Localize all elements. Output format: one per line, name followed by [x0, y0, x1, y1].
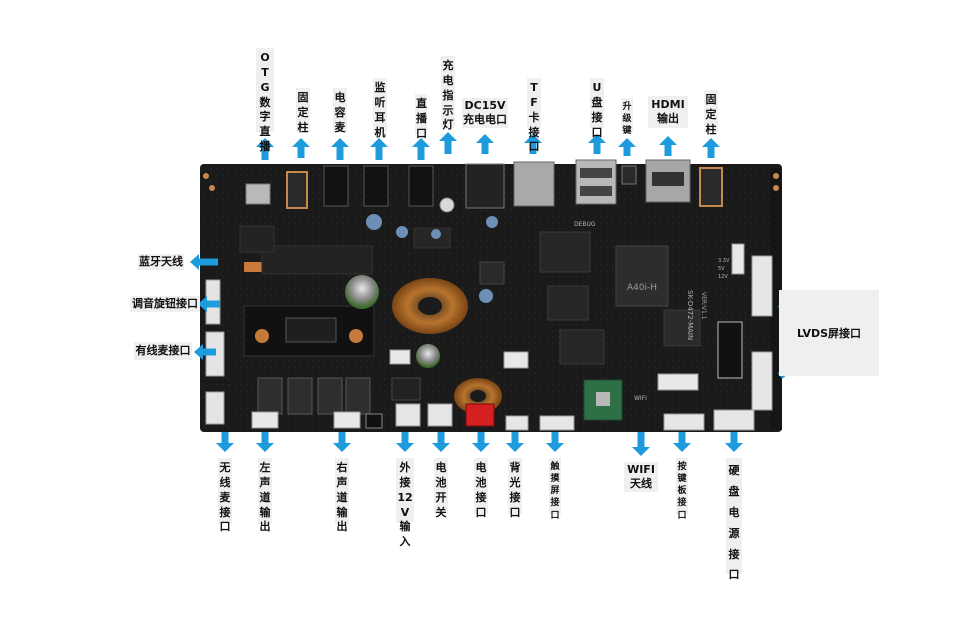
arrow-wired-mic	[194, 344, 216, 360]
arrow-fixed-post-right	[702, 138, 720, 158]
arrow-otg	[256, 138, 274, 160]
bottom-components	[251, 349, 755, 431]
label-upgrade-key: 升级键	[621, 98, 633, 136]
label-fixed-post-left: 固定柱	[296, 88, 310, 134]
debug-label: DEBUG	[574, 221, 596, 228]
label-hdd-power: 硬盘电源接口	[726, 458, 742, 581]
label-wifi-sub: 天线	[630, 477, 652, 490]
arrow-hdd-power	[725, 432, 743, 452]
label-battery-switch: 电池开关	[434, 458, 448, 519]
label-left-channel: 左声道输出	[258, 458, 272, 533]
label-wifi: WIFI 天线	[624, 462, 658, 492]
label-fixed-post-right: 固定柱	[704, 90, 718, 136]
soc-area: A40i-H SK-D472-MAIN VER:V1.1 DEBUG WIFI …	[539, 221, 730, 402]
label-wired-mic: 有线麦接口	[134, 342, 192, 360]
label-dc15v-sub: 充电电口	[463, 113, 507, 126]
arrow-live-port	[412, 138, 430, 160]
arrow-wifi	[632, 432, 650, 456]
wifi-silk-label: WIFI	[634, 395, 647, 402]
lcd-voltage-3: 12V	[718, 274, 728, 280]
lcd-voltage-1: 3.3V	[718, 258, 730, 264]
label-touch-screen: 触摸屏接口	[549, 458, 561, 521]
label-tf-card: TF卡接口	[527, 78, 541, 153]
label-dc15v-main: DC15V	[464, 99, 506, 113]
label-wifi-main: WIFI	[627, 463, 655, 477]
label-hdmi-sub: 输出	[657, 112, 679, 125]
arrow-condenser-mic	[331, 138, 349, 160]
power-components	[345, 214, 502, 414]
label-hdmi-main: HDMI	[651, 98, 685, 112]
arrow-bluetooth	[190, 254, 218, 270]
label-otg: OTG数字直播	[256, 48, 274, 153]
label-ext-12v: 外接12V输入	[396, 458, 414, 548]
arrow-battery-switch	[432, 432, 450, 452]
label-wireless-mic: 无线麦接口	[218, 458, 232, 533]
arrow-touch-screen	[546, 432, 564, 452]
label-charge-indicator: 充电指示灯	[441, 56, 455, 131]
arrow-volume-knob	[198, 296, 220, 312]
label-lvds: LVDS屏接口	[779, 290, 879, 376]
label-condenser-mic: 电容麦	[333, 88, 347, 134]
arrow-upgrade-key	[618, 138, 636, 156]
arrow-wireless-mic	[216, 432, 234, 452]
arrow-monitor-earphone	[370, 138, 388, 160]
label-live-port: 直播口	[415, 94, 427, 140]
label-volume-knob: 调音旋钮接口	[130, 296, 200, 312]
arrow-fixed-post-left	[292, 138, 310, 158]
label-hdmi: HDMI 输出	[648, 96, 688, 128]
label-backlight: 背光接口	[508, 458, 522, 519]
label-right-channel: 右声道输出	[335, 458, 349, 533]
left-chips	[239, 225, 505, 357]
arrow-left-channel	[256, 432, 274, 452]
label-bluetooth-antenna: 蓝牙天线	[138, 254, 184, 270]
label-u-disk: U盘接口	[590, 78, 604, 139]
arrow-right-channel	[333, 432, 351, 452]
arrow-tf-card	[524, 134, 542, 154]
label-monitor-earphone: 监听耳机	[373, 78, 387, 139]
label-battery-port: 电池接口	[474, 458, 488, 519]
arrow-ext-12v	[396, 432, 414, 452]
arrow-dc15v	[476, 134, 494, 154]
arrow-hdmi	[659, 136, 677, 156]
arrow-keypad	[673, 432, 691, 452]
arrow-u-disk	[588, 134, 606, 154]
arrow-battery-port	[472, 432, 490, 452]
mounting-holes	[203, 173, 779, 191]
label-dc15v: DC15V 充电电口	[462, 98, 508, 128]
arrow-charge-indicator	[439, 132, 457, 154]
lcd-voltage-2: 5V	[718, 266, 725, 272]
model-label: SK-D472-MAIN	[686, 290, 694, 340]
top-connectors	[245, 159, 723, 213]
arrow-backlight	[506, 432, 524, 452]
version-label: VER:V1.1	[700, 292, 707, 320]
chip-label: A40i-H	[627, 283, 657, 293]
right-connectors	[717, 243, 773, 411]
label-keypad: 按键板接口	[676, 458, 688, 521]
